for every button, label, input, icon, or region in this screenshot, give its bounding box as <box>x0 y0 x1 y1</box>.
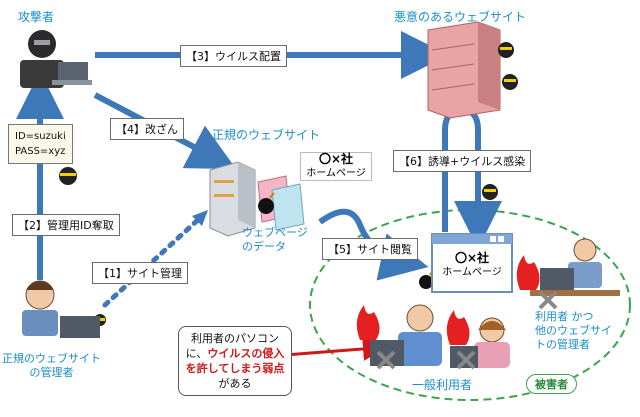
note-part3: がある <box>218 377 252 390</box>
step-6-box: 【6】誘導+ウイルス感染 <box>393 150 532 172</box>
victim-area <box>309 209 631 401</box>
general-user-figures <box>370 304 510 368</box>
note-part1: 利用者のパソコン <box>191 332 279 345</box>
homepage-box-legit: 〇×社 ホームページ <box>300 152 372 181</box>
malicious-site-label: 悪意のあるウェブサイト <box>394 10 527 24</box>
virus-x-icon <box>376 290 558 370</box>
victim-badge: 被害者 <box>526 374 577 394</box>
credentials-scroll: ID=suzuki PASS=xyz <box>8 124 73 164</box>
note-red: ウイルスの侵入を許してしまう弱点 <box>185 347 285 375</box>
arrowhead-site-management <box>192 210 208 226</box>
homepage-label-browser: ホームページ <box>442 267 502 278</box>
legit-site-label: 正規のウェブサイト <box>212 128 321 142</box>
homepage-label-legit: ホームページ <box>306 168 366 179</box>
homepage-box-browser: 〇×社 ホームページ <box>436 252 508 279</box>
step-3-box: 【3】ウイルス配置 <box>180 45 287 67</box>
attacker-figure <box>20 30 92 88</box>
homepage-company-browser: 〇×社 <box>454 251 490 265</box>
step-5-box: 【5】サイト閲覧 <box>322 238 418 260</box>
credential-pass: PASS=xyz <box>15 146 66 157</box>
user-admin-label: 利用者 かつ 他のウェブサイ トの管理者 <box>535 310 612 351</box>
credential-id: ID=suzuki <box>15 131 66 142</box>
step-2-box: 【2】管理用ID奪取 <box>12 214 120 236</box>
legit-admin-figure <box>22 280 100 338</box>
arrow-weakness <box>284 336 387 361</box>
legit-admin-label: 正規のウェブサイト の管理者 <box>2 352 101 379</box>
server-icon <box>427 21 501 119</box>
step-1-box: 【1】サイト管理 <box>92 262 188 284</box>
user-admin-figure <box>530 238 620 296</box>
web-data-label: ウェブページ のデータ <box>242 226 308 253</box>
weakness-note: 利用者のパソコン に、ウイルスの侵入を許してしまう弱点がある <box>178 326 292 396</box>
note-part2: に、 <box>185 347 208 360</box>
general-users-label: 一般利用者 <box>412 378 473 392</box>
legit-server-icon <box>209 161 256 237</box>
fire-icon <box>356 255 540 345</box>
arrow-site-management <box>102 215 203 308</box>
homepage-company-legit: 〇×社 <box>318 152 354 166</box>
step-4-box: 【4】改ざん <box>110 118 184 140</box>
browser-window <box>431 233 513 293</box>
attacker-label: 攻撃者 <box>18 10 55 24</box>
